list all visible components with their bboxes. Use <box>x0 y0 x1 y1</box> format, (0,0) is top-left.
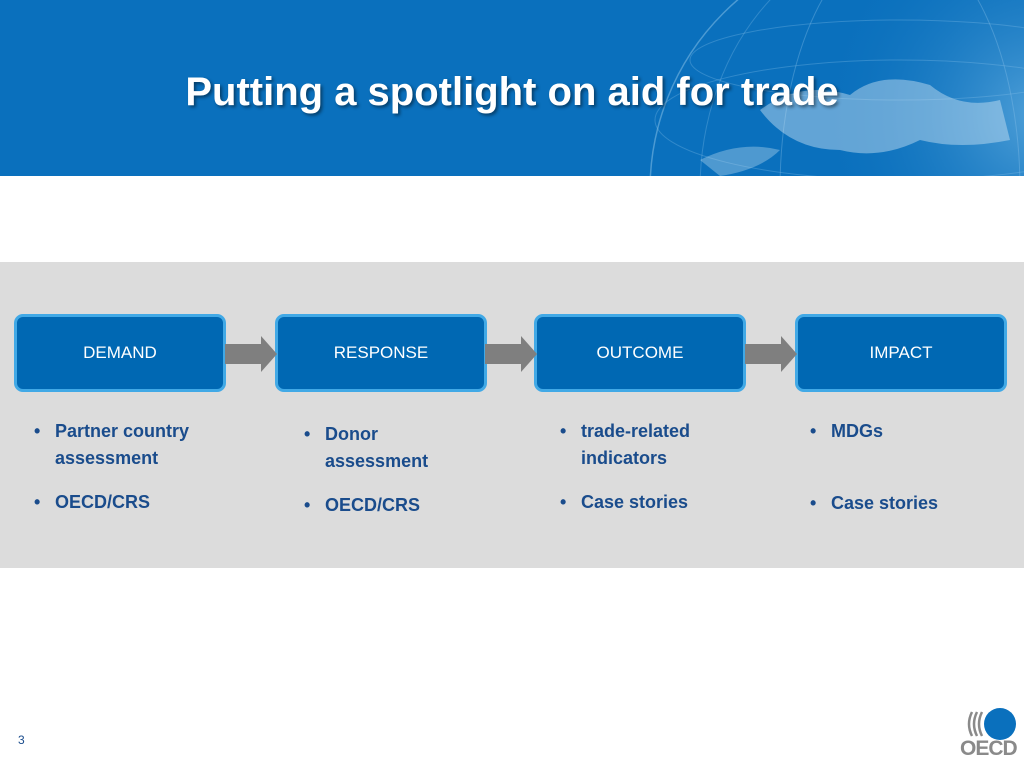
slide-title: Putting a spotlight on aid for trade <box>185 70 839 114</box>
oecd-logo-icon <box>967 708 1016 740</box>
list-item: OECD/CRS <box>30 489 230 516</box>
chevron-arrow-icon <box>485 336 537 372</box>
title-banner: Putting a spotlight on aid for trade <box>0 0 1024 176</box>
response-bullets: Donor assessment OECD/CRS <box>300 421 500 519</box>
list-item: OECD/CRS <box>300 492 500 519</box>
list-item: Donor assessment <box>300 421 440 475</box>
stage-box-outcome: OUTCOME <box>534 314 746 392</box>
stage-box-response: RESPONSE <box>275 314 487 392</box>
impact-bullets: MDGs Case stories <box>806 418 1006 517</box>
outcome-bullets: trade-related indicators Case stories <box>556 418 756 516</box>
list-item: Partner country assessment <box>30 418 230 472</box>
globe-graphic <box>649 0 1024 176</box>
chevron-arrow-icon <box>225 336 277 372</box>
list-item: Case stories <box>806 490 1006 517</box>
flow-panel <box>0 262 1024 568</box>
stage-box-impact: IMPACT <box>795 314 1007 392</box>
page-number: 3 <box>18 733 25 747</box>
oecd-logo-text: OECD <box>960 737 1018 760</box>
stage-box-demand: DEMAND <box>14 314 226 392</box>
list-item: MDGs <box>806 418 1006 445</box>
list-item: Case stories <box>556 489 756 516</box>
demand-bullets: Partner country assessment OECD/CRS <box>30 418 230 516</box>
chevron-arrow-icon <box>745 336 797 372</box>
list-item: trade-related indicators <box>556 418 721 472</box>
